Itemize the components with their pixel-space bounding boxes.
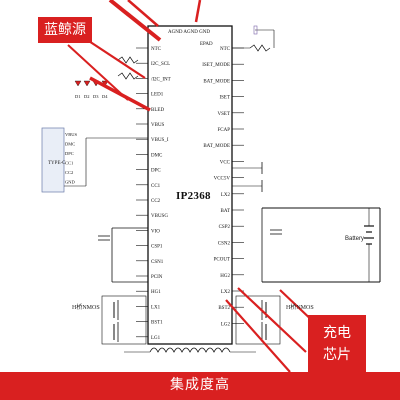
nmos-right-label: H桥NMOS — [286, 305, 314, 311]
ic-right-pin-label: CSP2 — [219, 225, 231, 230]
accent-stroke-1 — [108, 0, 162, 42]
typec-pin-label: DMC — [65, 142, 75, 147]
typec-label: TYPE-C — [48, 161, 66, 166]
badge-line-1: 充电 — [323, 325, 351, 341]
ic-left-pin-label: LG1 — [151, 336, 161, 341]
typec-pin-label: CC2 — [65, 170, 73, 175]
accent-stroke-6 — [67, 44, 129, 101]
bottom-banner: 集成度高 — [0, 372, 400, 400]
ic-right-pin-label: LG2 — [221, 322, 231, 327]
led-label: D2 — [84, 94, 90, 99]
brand-label: 蓝鲸源 — [38, 17, 92, 43]
ic-right-pin-label: HG2 — [220, 274, 230, 279]
ic-right-pins: NTC ISET_MODE BAT_MODE ISET VSET FCAP BAT_MODE… — [202, 47, 244, 327]
ic-right-pin-label: BAT_MODE — [203, 79, 230, 84]
ic-right-pin-label: FCAP — [217, 128, 230, 133]
ic-right-pin-label: ISET — [219, 96, 230, 101]
ic-left-pin-label: HG1 — [151, 290, 161, 295]
ic-right-pin-label: BST2 — [218, 306, 230, 311]
feature-badge: 充电 芯片 — [308, 315, 366, 375]
ic-left-pin-label: VBUS — [151, 123, 165, 128]
led-label: D3 — [93, 94, 99, 99]
accent-stroke-2 — [127, 0, 159, 27]
ic-left-pin-label: PCIN — [151, 275, 163, 280]
typec-connector — [41, 127, 65, 193]
accent-stroke-9 — [225, 299, 291, 373]
ic-top-pins: AGND AGND GND — [168, 30, 210, 35]
ic-left-pin-label: BST1 — [151, 321, 163, 326]
typec-pin-label: CC1 — [65, 161, 73, 166]
ic-left-pin-label: DPC — [151, 169, 161, 174]
ic-right-pin-label: LX2 — [221, 193, 231, 198]
ic-right-pin-label: VCC — [220, 160, 231, 165]
ic-right-pin-label: VSET — [218, 112, 231, 117]
accent-stroke-7 — [237, 287, 307, 353]
ic-epad-pin: EPAD — [200, 42, 213, 47]
ntc-cap — [253, 25, 258, 35]
ic-left-pin-label: VIO — [151, 229, 160, 234]
badge-line-2: 芯片 — [323, 347, 351, 363]
ic-right-pin-label: PCOUT — [214, 258, 230, 263]
ic-left-pin-label: DMC — [151, 153, 163, 158]
ic-left-pin-label: /I2C_INT — [151, 77, 171, 82]
led-label: D4 — [102, 94, 108, 99]
ic-left-pin-label: I2C_SCL — [151, 62, 170, 67]
typec-pin-label: VBUS — [65, 132, 78, 137]
ic-right-pin-label: VCC5V — [214, 177, 231, 182]
battery-label: Battery — [345, 236, 365, 242]
ic-left-pin-label: CSN1 — [151, 260, 164, 265]
ic-left-pin-label: LED1 — [151, 93, 164, 98]
ic-left-pin-label: CC1 — [151, 184, 161, 189]
resistor-ntc — [249, 44, 271, 52]
led-label: D1 — [75, 94, 81, 99]
ic-right-pin-label: LX2 — [221, 290, 231, 295]
chip-part-number: IP2368 — [176, 190, 211, 202]
ic-right-pin-label: CSN2 — [218, 241, 231, 246]
ic-left-pin-label: VBUS_I — [151, 138, 169, 143]
ic-right-pin-label: BAT — [221, 209, 230, 214]
typec-pin-label: GND — [65, 180, 75, 185]
inductor — [149, 347, 231, 353]
nmos-left-label: H桥NMOS — [72, 305, 100, 311]
led-symbol — [74, 80, 82, 87]
ic-right-pin-label: BAT_MODE — [203, 144, 230, 149]
ic-left-pin-label: CSP1 — [151, 245, 163, 250]
resistor-r1 — [117, 56, 139, 64]
ic-left-pin-label: BLED — [151, 108, 164, 113]
ic-body — [147, 25, 233, 345]
typec-pin-label: DPC — [65, 151, 74, 156]
led-symbol — [83, 80, 91, 87]
accent-stroke-3 — [194, 0, 202, 23]
ic-left-pin-label: LX1 — [151, 305, 161, 310]
ic-left-pin-label: VBUSG — [151, 214, 168, 219]
ic-left-pin-label: NTC — [151, 47, 162, 52]
resistor-r2 — [117, 72, 139, 80]
nmos-left — [101, 295, 147, 345]
ic-left-pin-label: CC2 — [151, 199, 161, 204]
ic-right-pin-label: ISET_MODE — [202, 63, 230, 68]
ic-right-pin-label: NTC — [220, 47, 231, 52]
